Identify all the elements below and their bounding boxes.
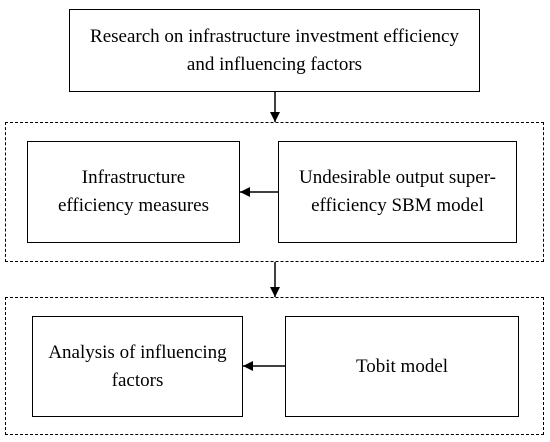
efficiency-measures-line-1: Infrastructure xyxy=(81,167,186,188)
sbm-model-line-2: efficiency SBM model xyxy=(311,195,484,216)
stage-1-group xyxy=(5,122,544,262)
sbm-model-label: Undesirable output super- efficiency SBM… xyxy=(299,164,496,220)
research-topic-line-1: Research on infrastructure investment ef… xyxy=(90,25,459,47)
tobit-model-line-1: Tobit model xyxy=(355,355,449,377)
influencing-analysis-box: Analysis of influencing factors xyxy=(32,316,243,417)
influencing-analysis-line-2: factors xyxy=(111,369,164,391)
sbm-model-line-1: Undesirable output super- xyxy=(299,167,496,188)
stage-2-group xyxy=(5,297,544,435)
tobit-model-box: Tobit model xyxy=(285,316,519,417)
research-topic-line-2: and influencing factors xyxy=(186,53,363,75)
efficiency-measures-label: Infrastructure efficiency measures xyxy=(58,164,209,220)
efficiency-measures-line-2: efficiency measures xyxy=(57,195,210,216)
research-topic-box: Research on infrastructure investment ef… xyxy=(69,9,480,92)
tobit-model-label: Tobit model xyxy=(356,353,448,381)
efficiency-measures-box: Infrastructure efficiency measures xyxy=(27,141,240,243)
sbm-model-box: Undesirable output super- efficiency SBM… xyxy=(278,141,517,243)
influencing-analysis-line-1: Analysis of influencing xyxy=(48,341,227,363)
influencing-analysis-label: Analysis of influencing factors xyxy=(48,339,226,395)
research-topic-label: Research on infrastructure investment ef… xyxy=(90,23,459,79)
